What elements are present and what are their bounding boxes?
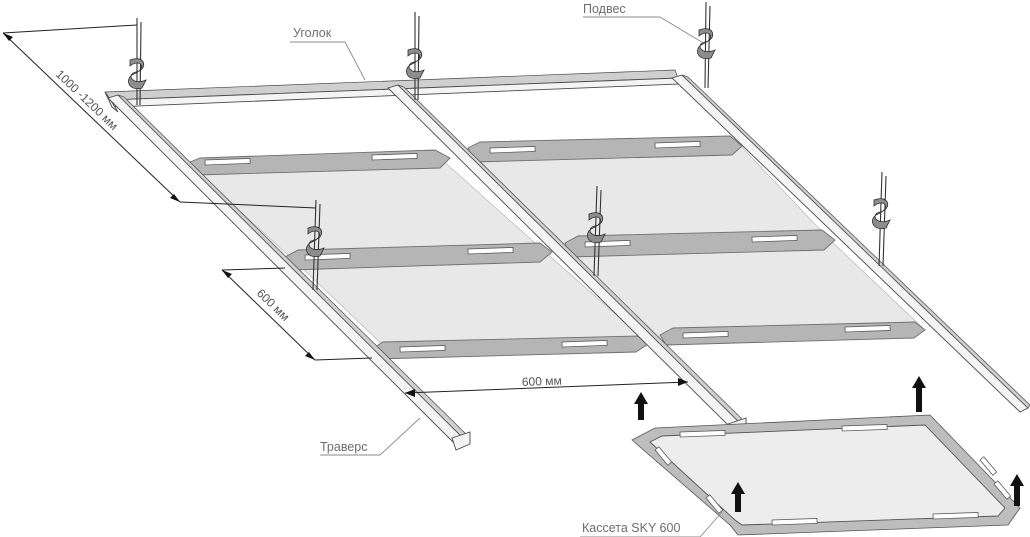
up-arrow-icon (634, 392, 648, 420)
arrowhead (3, 33, 13, 41)
hangers (128, 1, 891, 291)
leader-lines (290, 16, 723, 537)
traverse-leader (320, 417, 421, 456)
cassette-sky-600 (631, 414, 1021, 536)
hanger-label: Подвес (583, 2, 626, 16)
traverse-rails (107, 74, 1030, 451)
traverse-rail-left-end (451, 431, 471, 451)
ceiling-panels (194, 139, 926, 353)
cassette-slot (932, 512, 979, 520)
lift-arrows (634, 376, 1024, 512)
clip-slot (489, 146, 536, 154)
up-arrow-icon (912, 376, 926, 412)
clip-slot (561, 340, 608, 348)
cassette-slot (979, 456, 998, 476)
traverse-label: Траверс (320, 440, 368, 454)
depth-dimension-label: 600 мм (254, 286, 292, 324)
dimension-lines (2, 24, 689, 397)
up-arrow-icon (731, 482, 745, 512)
hanger (872, 171, 891, 267)
clip-slot (467, 247, 514, 255)
hanger-leader (583, 16, 706, 45)
clip-slot (751, 235, 798, 243)
cassette-slot (705, 494, 724, 514)
width-dimension-label: 600 мм (522, 374, 562, 389)
depth-extension-bottom (314, 357, 373, 361)
depth-extension-top (221, 267, 286, 271)
span-extension-bottom (179, 201, 317, 209)
clip-slot (371, 153, 418, 161)
clip-slot (204, 158, 251, 166)
cassette-slot (654, 446, 673, 466)
arrowhead (305, 352, 315, 360)
clip-slot (399, 345, 446, 353)
hanger (128, 18, 147, 106)
up-arrow-icon (1010, 474, 1024, 506)
clip-slot (844, 325, 891, 333)
arrowhead (170, 194, 180, 202)
clip-slot (654, 141, 701, 149)
hanger (406, 12, 425, 101)
hanger (697, 1, 716, 89)
corner-leader (290, 41, 366, 81)
cassette-slot (841, 424, 888, 432)
arrowhead (405, 389, 415, 397)
width-dimension-line (404, 381, 689, 394)
hanger (587, 185, 606, 277)
traverse-rail-right-shade (681, 74, 1030, 409)
span-extension-top (2, 24, 138, 34)
hanger (306, 199, 325, 291)
cassette-slot (993, 480, 1012, 500)
arrowhead (678, 378, 688, 386)
cassette-slot (679, 430, 726, 438)
clip-strips (189, 135, 926, 360)
span-dimension-line (2, 32, 181, 203)
clip-slot (682, 331, 729, 339)
depth-dimension-line (221, 269, 316, 361)
arrowhead (222, 270, 232, 278)
corner-label: Уголок (293, 26, 332, 40)
cassette-leader (580, 511, 723, 537)
cassette-label: Кассета SKY 600 (582, 521, 680, 535)
cassette-slot (771, 518, 818, 526)
